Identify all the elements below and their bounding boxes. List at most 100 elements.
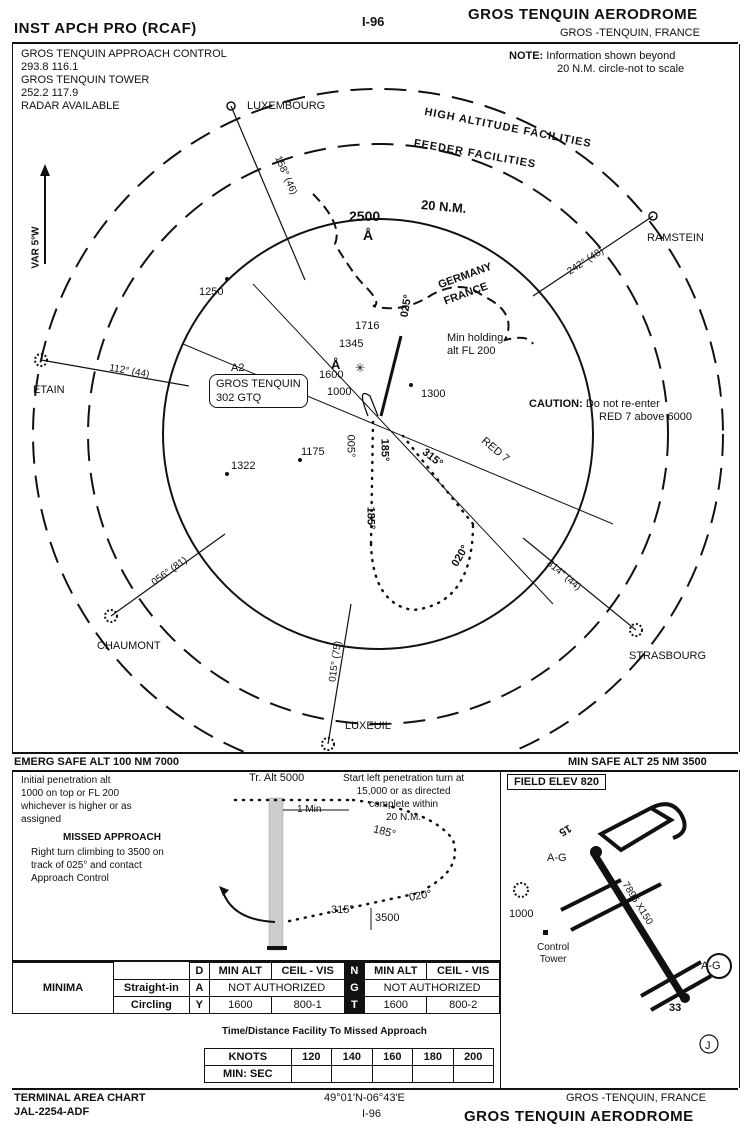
one-min-label: 1 Min: [297, 804, 322, 815]
tower-label: GROS TENQUIN TOWER: [21, 74, 150, 86]
etain-course: [40, 359, 190, 387]
note-line-2: 20 N.M. circle-not to scale: [557, 63, 685, 75]
footer-coordinates: 49°01'N-06°43'E: [324, 1092, 405, 1104]
taxiways: [560, 878, 712, 1012]
obstacle-1345-icon: ✳: [355, 361, 365, 375]
profile-view: Initial penetration alt 1000 on top or F…: [12, 770, 501, 960]
missed-approach-title: MISSED APPROACH: [63, 832, 161, 843]
aerodrome-title: GROS TENQUIN AERODROME: [468, 6, 698, 23]
radar-note: RADAR AVAILABLE: [21, 100, 120, 112]
missed-approach-text: Right turn climbing to 3500 on track of …: [31, 847, 164, 884]
penetration-turn-profile: [351, 798, 457, 892]
time-distance-title: Time/Distance Facility To Missed Approac…: [222, 1026, 427, 1037]
ramstein-course: [532, 215, 654, 297]
control-tower-icon: [543, 930, 548, 935]
facility-chaumont: CHAUMONT: [97, 640, 161, 652]
elev-1300: 1300: [421, 388, 446, 400]
facility-bar: [268, 797, 284, 951]
facility-ramstein: RAMSTEIN: [647, 232, 704, 244]
approach-control-freq: 293.8 116.1: [21, 61, 79, 73]
facility-symbols: [34, 101, 658, 751]
runway-33-label: 33: [669, 1002, 682, 1014]
min-safe-alt: MIN SAFE ALT 25 NM 3500: [568, 756, 707, 768]
airport-panel: FIELD ELEV 820 J 15 33 7895 X150 A-G A-G…: [500, 770, 740, 1088]
navaid-id: A2: [231, 362, 245, 374]
footer-chart-code: JAL-2254-ADF: [14, 1106, 90, 1118]
elev-1322: 1322: [231, 460, 256, 472]
elev-1716: 1716: [355, 320, 380, 332]
luxeuil-course: [327, 603, 352, 745]
minima-top-rule: [12, 960, 500, 962]
red7-line: [182, 343, 614, 525]
variation-label: VAR 5°W: [30, 226, 42, 269]
note-block: NOTE: Information shown beyond 20 N.M. c…: [509, 50, 684, 76]
elev-1250: 1250: [199, 286, 224, 298]
note-label: NOTE:: [509, 50, 544, 62]
taxiway-north: [597, 802, 687, 853]
initial-penetration-note: Initial penetration alt 1000 on top or F…: [21, 775, 132, 825]
facility-strasbourg: STRASBOURG: [629, 650, 707, 662]
missed-climb: [222, 891, 276, 923]
feeder-ring: [87, 143, 669, 725]
field-elevation: FIELD ELEV 820: [507, 774, 606, 790]
profile-alt-3500: 3500: [375, 912, 400, 924]
header-rule: [12, 42, 738, 44]
svg-text:J: J: [705, 1040, 711, 1052]
footer-chart-type: TERMINAL AREA CHART: [14, 1092, 146, 1104]
safe-alt-rule: [12, 752, 738, 754]
inbound-025-track: [379, 335, 403, 417]
footer-rule: [12, 1088, 738, 1090]
profile-top-rule: [12, 770, 738, 772]
elev-1345: 1345: [339, 338, 364, 350]
air-ground-1: A-G: [547, 852, 567, 864]
comms-block: GROS TENQUIN APPROACH CONTROL 293.8 116.…: [21, 48, 227, 113]
track-005: 005°: [344, 434, 357, 458]
track-185-outbound: 185°: [364, 506, 377, 530]
caution-note: CAUTION: Do not re-enter RED 7 above 600…: [529, 398, 692, 423]
national-border: [312, 193, 534, 345]
strasbourg-course: [522, 537, 637, 631]
luxembourg-course: [230, 105, 306, 281]
track-185: 185°: [378, 438, 391, 462]
plan-view: GROS TENQUIN APPROACH CONTROL 293.8 116.…: [12, 44, 740, 752]
facility-luxeuil: LUXEUIL: [345, 720, 391, 732]
obstacle-1600-icon: Å: [331, 357, 341, 372]
elev-1000: 1000: [327, 386, 352, 398]
note-line-1: Information shown beyond: [546, 50, 676, 62]
elev-1600: 1600: [319, 369, 344, 381]
holding-pattern: [361, 392, 379, 417]
high-altitude-ring: [32, 88, 724, 752]
emerg-safe-alt: EMERG SAFE ALT 100 NM 7000: [14, 756, 180, 768]
inbound-leg: [283, 890, 425, 924]
aerodrome-location: GROS -TENQUIN, FRANCE: [560, 27, 700, 39]
profile-diagram: [219, 797, 457, 951]
minima-straight-in: Straight-in: [113, 979, 190, 997]
chaumont-course: [110, 533, 226, 617]
minima-circling: Circling: [113, 996, 190, 1014]
profile-track-315: 315°: [331, 904, 354, 916]
airport-diagram: J: [513, 802, 732, 1054]
airport-elev: 1000: [509, 908, 534, 920]
footer-location: GROS -TENQUIN, FRANCE: [566, 1092, 706, 1104]
approach-control-label: GROS TENQUIN APPROACH CONTROL: [21, 48, 227, 60]
chart-type-title: INST APCH PRO (RCAF): [14, 20, 197, 37]
transition-alt: Tr. Alt 5000: [249, 772, 305, 784]
obstacle-2500-icon: Å: [363, 227, 373, 243]
page-code: I-96: [362, 14, 385, 29]
facility-luxembourg: LUXEMBOURG: [247, 100, 326, 112]
elev-1175: 1175: [301, 446, 325, 458]
air-ground-2: A-G: [701, 960, 721, 972]
penetration-turn-note: Start left penetration turn at 15,000 or…: [343, 773, 465, 823]
time-distance-table: KNOTS 120 140 160 180 200 MIN: SEC: [204, 1048, 494, 1083]
footer-aerodrome: GROS TENQUIN AERODROME: [464, 1108, 694, 1125]
elev-2500: 2500: [349, 208, 381, 224]
minima-table: MINIMA D MIN ALT CEIL - VIS N MIN ALT CE…: [12, 962, 500, 1014]
airway-line: [252, 283, 554, 605]
navaid-box: GROS TENQUIN 302 GTQ: [209, 374, 308, 408]
twenty-nm-circle: [162, 218, 594, 650]
tower-freq: 252.2 117.9: [21, 87, 79, 99]
inbound-315-track: [401, 434, 475, 526]
facility-etain: ETAIN: [33, 384, 65, 396]
